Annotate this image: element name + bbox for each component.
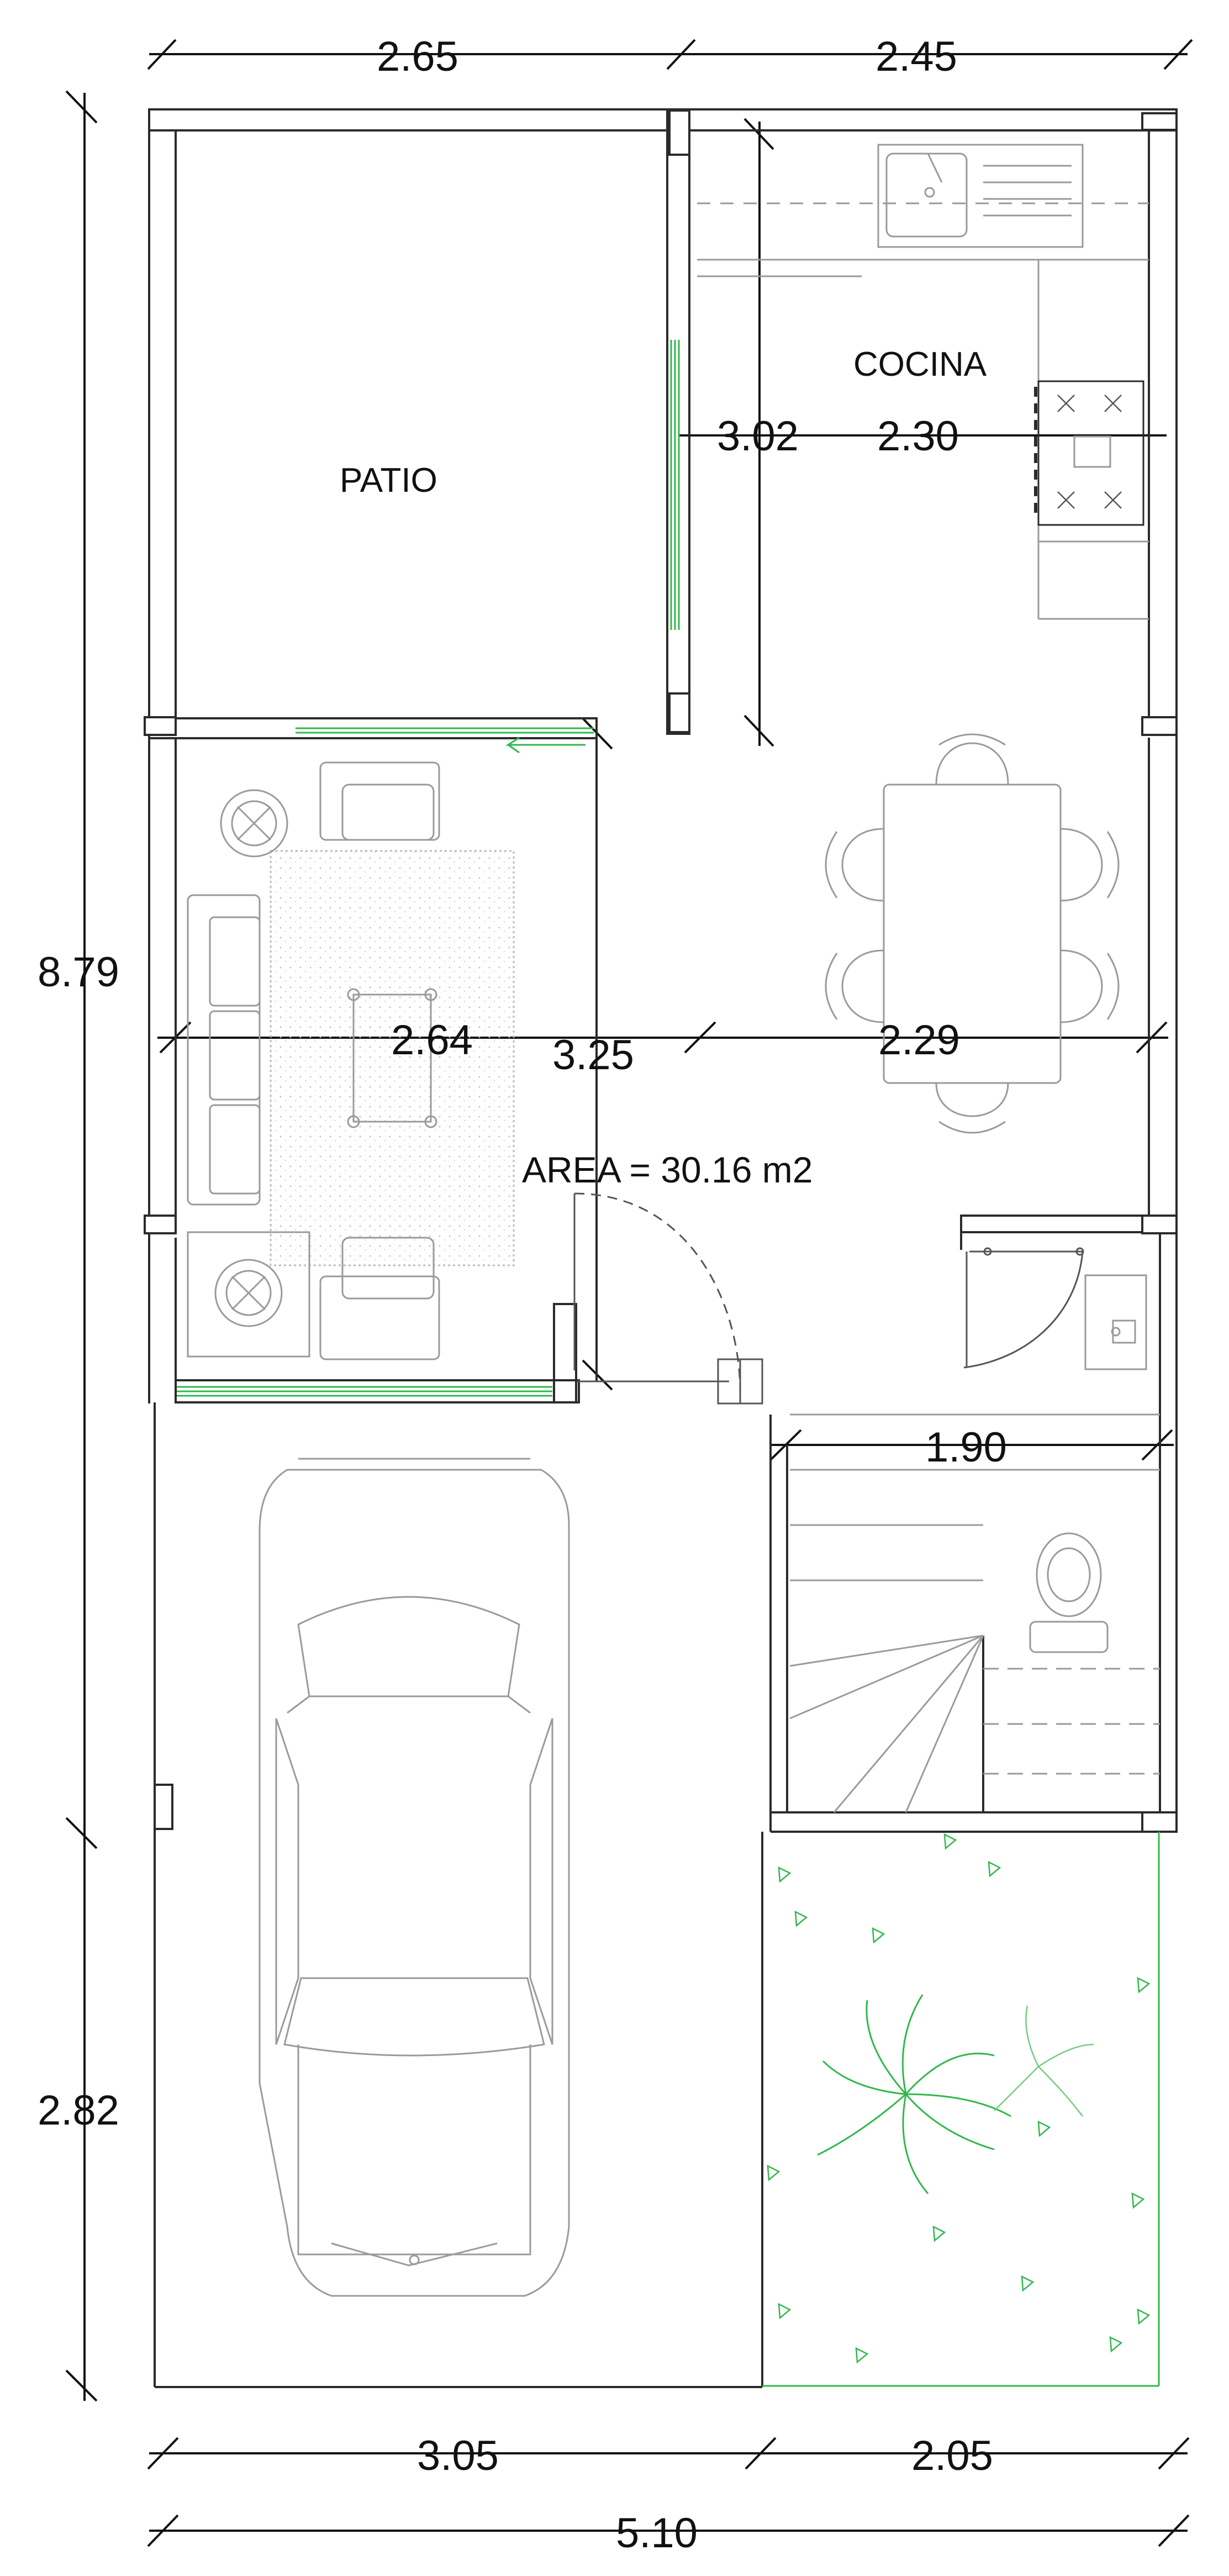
dim-left-total: 8.79	[38, 949, 119, 996]
dining-table-icon	[825, 733, 1120, 1134]
dim-top-left: 2.65	[377, 33, 458, 80]
dim-top-right: 2.45	[875, 33, 957, 80]
living-room-furniture	[187, 761, 515, 1360]
car-icon	[259, 1458, 570, 2297]
area-label: AREA = 30.16 m2	[522, 1149, 813, 1190]
dim-bottom-right: 2.05	[911, 2432, 993, 2479]
dim-kitchen-width: 2.30	[877, 413, 959, 460]
bath-door-icon	[963, 1247, 1084, 1369]
stove-icon	[1034, 380, 1144, 526]
dim-dining-width: 2.29	[878, 1017, 960, 1064]
garden-plants	[767, 1833, 1151, 2364]
windows	[177, 340, 1160, 2387]
dim-bottom-left: 3.05	[417, 2432, 499, 2479]
dim-bottom-total: 5.10	[616, 2510, 698, 2557]
entry-door-icon	[573, 1192, 763, 1405]
room-label-patio: PATIO	[340, 461, 437, 500]
dim-left-bottom: 2.82	[38, 2087, 119, 2134]
dimension-labels: 2.65 2.45 8.79 2.82 3.02 2.30 2.64 3.25 …	[38, 33, 1007, 2557]
dim-kitchen-vertical: 3.02	[717, 413, 799, 460]
dim-living-width: 2.64	[391, 1017, 473, 1064]
room-labels: PATIO COCINA AREA = 30.16 m2	[340, 345, 987, 1190]
dimension-lines	[65, 39, 1193, 2547]
bathroom-fixtures	[789, 1274, 1160, 1813]
walls	[144, 108, 1178, 2388]
room-label-cocina: COCINA	[853, 345, 987, 383]
dim-living-depth: 3.25	[552, 1032, 634, 1079]
dim-bath-width: 1.90	[925, 1424, 1007, 1471]
